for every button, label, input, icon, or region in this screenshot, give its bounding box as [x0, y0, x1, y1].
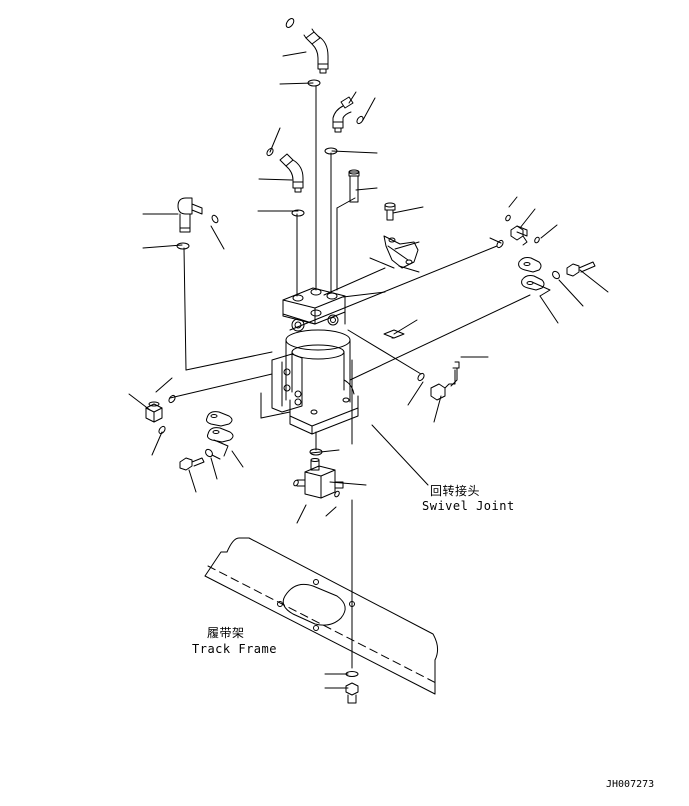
elbow-fitting-middle — [279, 153, 304, 193]
elbow-fitting-upper-right — [332, 96, 354, 133]
track-frame — [204, 537, 439, 695]
bottom-bolt — [345, 682, 359, 704]
tee-fitting-right — [510, 225, 528, 246]
clamp-half-right-lower — [521, 275, 545, 291]
hex-fitting-left — [145, 401, 163, 423]
pin-tall — [348, 169, 360, 203]
drawing-number: JH007273 — [606, 779, 655, 790]
small-plug-right — [383, 329, 405, 339]
swivel-joint-label-cn: 回转接头 — [430, 484, 481, 498]
elbow-fitting-left — [177, 197, 203, 233]
track-frame-label-cn: 履带架 — [207, 626, 245, 640]
bracket-lines-left — [213, 439, 229, 457]
elbow-fitting-top — [303, 28, 329, 74]
lower-fitting — [293, 458, 344, 499]
clamp-bracket-upper — [383, 235, 419, 269]
o-rings — [158, 18, 560, 677]
alignment-lines — [169, 85, 531, 669]
bolt-right — [566, 261, 596, 277]
bracket-line-right — [531, 281, 551, 297]
leader-lines — [128, 51, 609, 689]
elbow-fitting-side-right — [430, 361, 460, 401]
pin-short — [384, 202, 396, 221]
clamp-half-left-upper — [206, 411, 233, 427]
bolt-left — [179, 457, 205, 471]
clamp-half-right-upper — [518, 257, 542, 273]
swivel-joint-label-en: Swivel Joint — [422, 499, 515, 513]
swivel-joint-body — [271, 287, 359, 435]
track-frame-label-en: Track Frame — [192, 642, 277, 656]
clamp-half-left-lower — [207, 427, 234, 443]
